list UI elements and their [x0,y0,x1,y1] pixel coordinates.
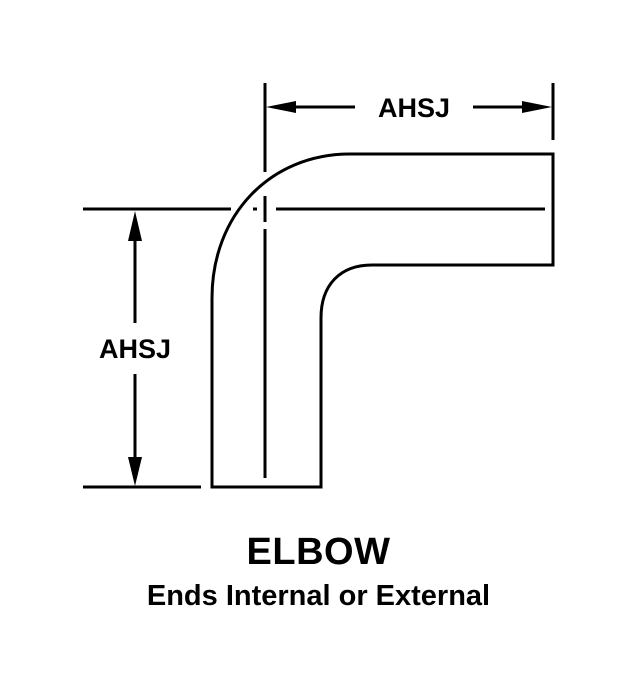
dimension-label-horizontal: AHSJ [378,93,450,123]
arrowhead-right [522,101,552,113]
arrowhead-down [128,457,142,486]
arrowhead-up [128,211,142,241]
diagram-title: ELBOW [246,531,391,573]
arrowhead-left [266,101,296,113]
dimension-label-vertical: AHSJ [99,334,171,364]
diagram-subtitle: Ends Internal or External [146,580,491,612]
elbow-outline [210,152,555,489]
